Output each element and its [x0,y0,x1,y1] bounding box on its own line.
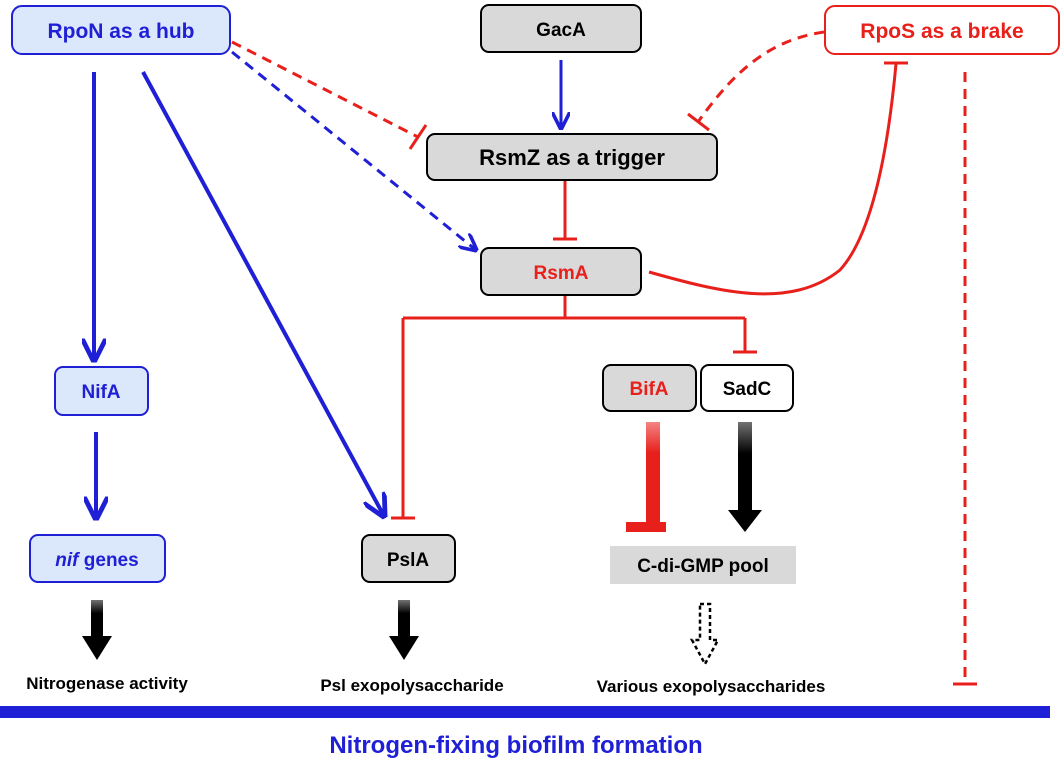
footer-label: Nitrogen-fixing biofilm formation [329,732,702,759]
node-rsma: RsmA [480,247,642,296]
node-gaca: GacA [480,4,642,53]
node-sadc: SadC [700,364,794,412]
node-rpos: RpoS as a brake [824,5,1060,55]
edge-rsma-rpos [648,63,898,296]
node-sadc-label: SadC [723,379,772,400]
edge-rpos-rsmz-dashed [696,30,825,123]
edge-bifa-cdigmp [646,422,660,524]
node-cdigmp: C-di-GMP pool [610,546,796,584]
edge-sadc-cdigmp-head [728,510,762,532]
arrow-nif-head [82,636,112,660]
output-nitrogenase: Nitrogenase activity [26,674,188,693]
edge-rpos-rsmz-bar [687,112,710,132]
node-nif-italic: nif [55,550,80,571]
edge-rpon-rsma-dashed [231,50,476,250]
node-nifa: NifA [54,366,149,416]
node-rpos-label: RpoS as a brake [860,20,1023,43]
node-psla-label: PslA [387,550,430,571]
node-bifa: BifA [602,364,697,412]
output-various: Various exopolysaccharides [597,677,826,696]
node-nif-rest: genes [79,550,139,571]
node-nif-genes: nif genes [29,534,166,583]
edge-rpon-rsmz-dashed [231,40,419,139]
node-rsmz-label: RsmZ as a trigger [479,145,665,170]
node-rpon: RpoN as a hub [11,5,231,55]
edge-sadc-cdigmp [738,422,752,512]
edge-bifa-cdigmp-bar [626,522,666,532]
node-nifa-label: NifA [81,382,120,403]
arrow-psla-stem [398,600,410,638]
node-rsmz: RsmZ as a trigger [426,133,718,181]
node-rsma-label: RsmA [534,263,589,284]
arrow-psla-head [389,636,419,660]
edge-rpon-psla [141,71,384,516]
output-psl: Psl exopolysaccharide [320,676,503,695]
biofilm-bar [0,706,1050,718]
node-nif-label: nif genes [55,550,138,571]
node-cdigmp-label: C-di-GMP pool [637,556,769,577]
arrow-nif-stem [91,600,103,638]
edge-rpon-rsmz-bar [408,124,428,150]
arrow-cdigmp-various [689,602,721,667]
node-rpon-label: RpoN as a hub [47,20,194,43]
node-gaca-label: GacA [536,20,586,41]
node-psla: PslA [361,534,456,583]
node-bifa-label: BifA [629,379,668,400]
